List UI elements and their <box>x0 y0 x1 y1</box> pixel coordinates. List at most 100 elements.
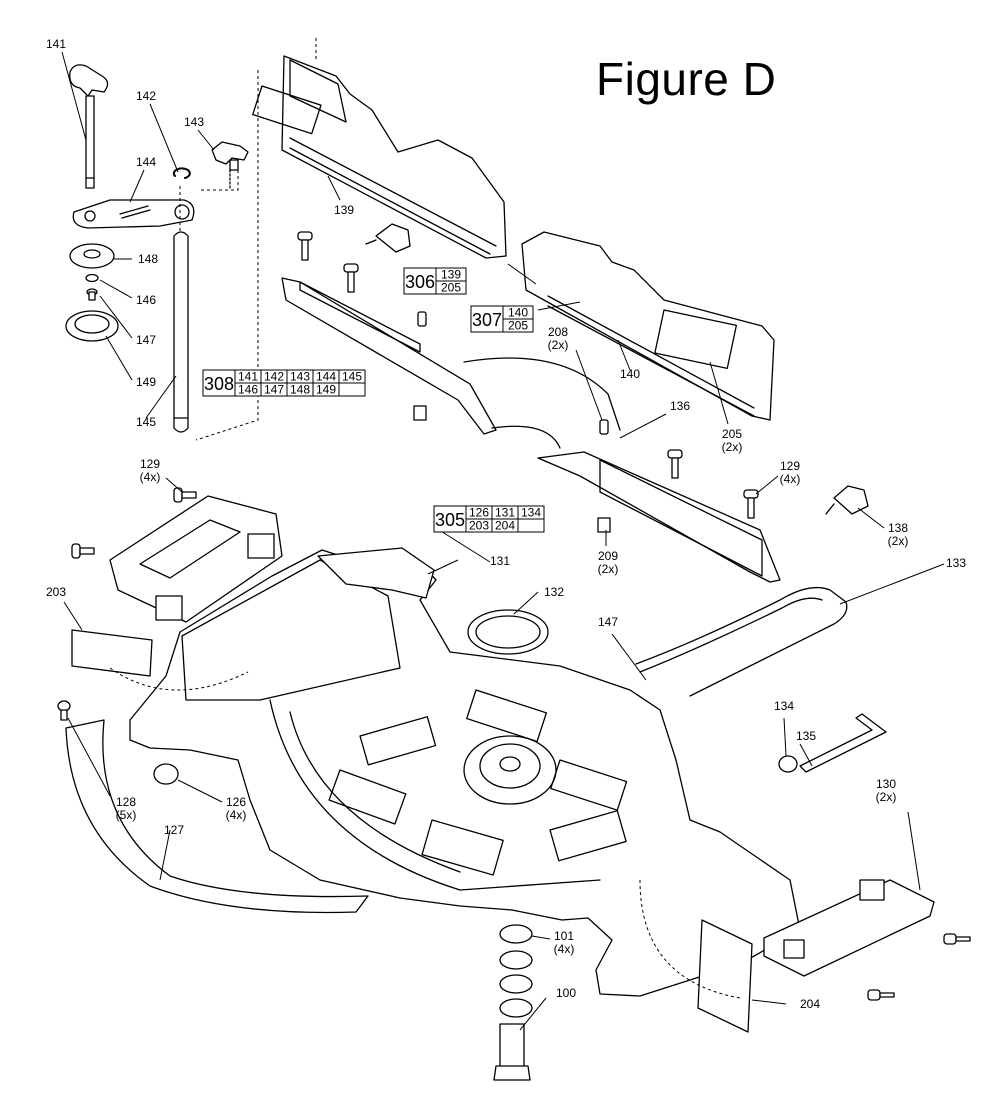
kit-cell <box>517 518 545 533</box>
callout-c204-number: 204 <box>800 997 820 1011</box>
part-130-foot <box>763 879 935 977</box>
left-clamp-bracket <box>109 495 283 623</box>
part-203-label <box>71 629 153 677</box>
callout-c129a-number: 129 <box>140 457 160 471</box>
part-101-washer-1 <box>499 924 533 944</box>
part-140-fence-right-upper <box>521 231 775 421</box>
part-101-washer-3 <box>499 974 533 994</box>
callout-c138-qty: (2x) <box>888 534 909 548</box>
part-143-thumb-nut <box>211 141 249 189</box>
kit-number: 306 <box>405 272 435 292</box>
screw-left-base <box>173 487 197 503</box>
part-131-bracket <box>317 547 435 599</box>
callout-c101-qty: (4x) <box>554 942 575 956</box>
callout-c138-number: 138 <box>888 521 908 535</box>
kit-cell-text: 141 <box>238 370 258 384</box>
kit-cell-text: 205 <box>508 319 528 333</box>
callout-c132-number: 132 <box>544 585 564 599</box>
callout-c209-qty: (2x) <box>598 562 619 576</box>
kit-cell-text: 204 <box>495 519 515 533</box>
callout-c140-number: 140 <box>620 367 640 381</box>
callout-c127-number: 127 <box>164 823 184 837</box>
screw-129b <box>343 263 359 293</box>
screw-129c <box>667 449 683 479</box>
callout-c208-qty: (2x) <box>548 338 569 352</box>
part-136-fence-right-lower <box>537 451 781 583</box>
callout-c134-number: 134 <box>774 699 794 713</box>
screw-130a <box>943 933 971 945</box>
screw-130b <box>867 989 895 1001</box>
part-101-washer-2 <box>499 950 533 970</box>
kit-cell <box>338 382 366 397</box>
callout-c146-number: 146 <box>136 293 156 307</box>
callout-c100-number: 100 <box>556 986 576 1000</box>
part-132-ring <box>467 609 549 655</box>
part-147-screw <box>86 288 98 301</box>
set-screw-right <box>599 419 609 435</box>
callout-c141-number: 141 <box>46 37 66 51</box>
callout-c147a-number: 147 <box>136 333 156 347</box>
kit-number: 308 <box>204 374 234 394</box>
part-127-scale <box>65 719 369 914</box>
kit-cell <box>435 280 467 295</box>
callout-c145-number: 145 <box>136 415 156 429</box>
kit-cell-text: 149 <box>316 383 336 397</box>
callout-c128-number: 128 <box>116 795 136 809</box>
callout-c148-number: 148 <box>138 252 158 266</box>
callout-c205-qty: (2x) <box>722 440 743 454</box>
callout-c126-number: 126 <box>226 795 246 809</box>
kit-cell-text: 148 <box>290 383 310 397</box>
fence-knob-upper <box>365 223 411 253</box>
kit-cell <box>502 318 534 333</box>
callout-c129b-qty: (4x) <box>780 472 801 486</box>
screw-129d <box>743 489 759 519</box>
kit-cell-text: 143 <box>290 370 310 384</box>
kit-cell-text: 139 <box>441 268 461 282</box>
kit-cell-text: 134 <box>521 506 541 520</box>
callout-c147b-number: 147 <box>598 615 618 629</box>
part-145-rod <box>173 231 189 433</box>
part-204-plate <box>697 919 753 1033</box>
callout-c128-qty: (5x) <box>116 808 137 822</box>
kit-cell-text: 142 <box>264 370 284 384</box>
callout-c205-number: 205 <box>722 427 742 441</box>
screw-left-2 <box>71 543 95 559</box>
table-top-arc <box>463 357 621 431</box>
kit-cell-text: 203 <box>469 519 489 533</box>
part-fence-left-lower <box>281 277 497 435</box>
kit-cell-text: 146 <box>238 383 258 397</box>
kit-table-308: 308 141 142 143 144 145 146 147 148 149 <box>202 369 366 397</box>
kit-cell-text: 144 <box>316 370 336 384</box>
kit-cell-text: 126 <box>469 506 489 520</box>
callout-c101-number: 101 <box>554 929 574 943</box>
kit-cell-text: 147 <box>264 383 284 397</box>
screw-129a <box>297 231 313 261</box>
kit-cell-text: 205 <box>441 281 461 295</box>
callout-c135-number: 135 <box>796 729 816 743</box>
part-100-bolt <box>493 1023 531 1081</box>
callout-c130-number: 130 <box>876 777 896 791</box>
set-screw-left <box>417 311 427 327</box>
callout-c131-number: 131 <box>490 554 510 568</box>
kit-cell-text: 131 <box>495 506 515 520</box>
kit-cell-text: 140 <box>508 306 528 320</box>
callout-c126-qty: (4x) <box>226 808 247 822</box>
part-135-hex-key <box>799 713 887 773</box>
part-128-screw <box>57 700 71 721</box>
part-146-washer <box>85 273 99 283</box>
callout-c139-number: 139 <box>334 203 354 217</box>
part-134-nut <box>778 755 798 773</box>
callout-c203-number: 203 <box>46 585 66 599</box>
callout-c208-number: 208 <box>548 325 568 339</box>
kit-cell-text: 145 <box>342 370 362 384</box>
part-144-lever <box>72 199 195 229</box>
callout-c133-number: 133 <box>946 556 966 570</box>
figure-title: Figure D <box>596 53 777 105</box>
kit-number: 307 <box>472 310 502 330</box>
part-126-nut <box>153 763 179 785</box>
callout-c144-number: 144 <box>136 155 156 169</box>
part-139-fence-left-upper <box>252 55 507 259</box>
